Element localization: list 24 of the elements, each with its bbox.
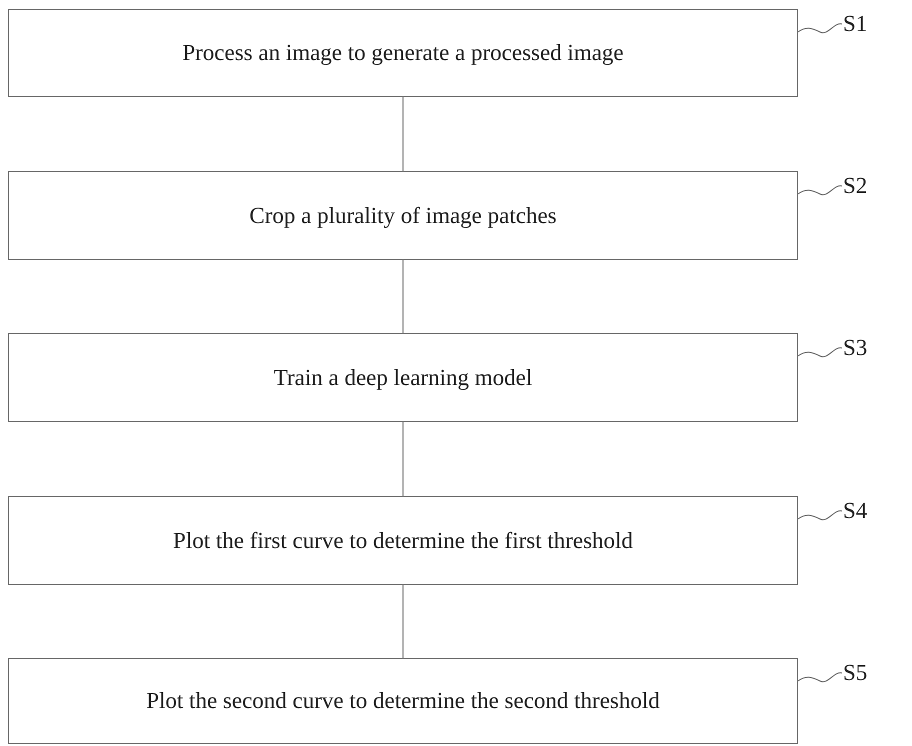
step-reference: S3 <box>843 336 868 359</box>
process-box <box>8 658 798 744</box>
leader-line <box>798 672 842 682</box>
step-text: Plot the first curve to determine the first threshold <box>173 528 633 554</box>
step-reference: S1 <box>843 12 868 35</box>
process-box <box>8 496 798 585</box>
leader-line <box>798 185 842 196</box>
connector-line <box>402 422 404 496</box>
leader-line <box>798 347 842 358</box>
leader-line <box>798 23 842 34</box>
step-reference: S5 <box>843 661 868 684</box>
connector-line <box>402 96 404 172</box>
step-text: Process an image to generate a processed image <box>182 40 624 66</box>
connector-line <box>402 260 404 334</box>
step-text: Plot the second curve to determine the second threshold <box>146 688 660 714</box>
process-box <box>8 171 798 260</box>
step-reference: S2 <box>843 174 868 197</box>
connector-line <box>402 584 404 658</box>
leader-line <box>798 510 842 520</box>
process-box <box>8 333 798 422</box>
process-box <box>8 9 798 97</box>
step-reference: S4 <box>843 499 868 522</box>
step-text: Train a deep learning model <box>274 364 532 390</box>
step-text: Crop a plurality of image patches <box>249 202 557 228</box>
